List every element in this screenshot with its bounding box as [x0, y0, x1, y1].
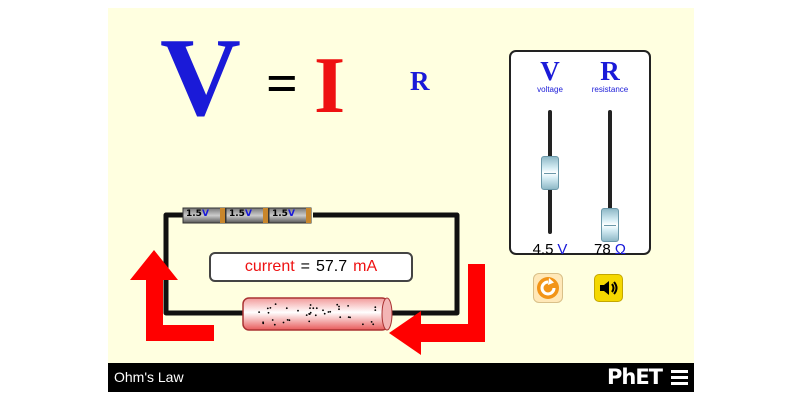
- navigation-bar: Ohm's Law PhET: [108, 363, 694, 392]
- battery-2-voltage: 1.5: [229, 209, 245, 219]
- voltage-slider-name: voltage: [537, 85, 563, 94]
- current-value: 57.7: [316, 258, 348, 275]
- voltage-slider-symbol: V: [540, 56, 560, 86]
- resistor-impurity-dot: [347, 316, 350, 318]
- sim-screen: V = I R: [108, 8, 694, 363]
- battery-1-unit: V: [201, 209, 209, 219]
- resistor-impurity-dot: [312, 307, 315, 310]
- resistance-slider-thumb[interactable]: [601, 208, 619, 243]
- resistor-impurity-dot: [262, 322, 265, 325]
- battery-2-unit: V: [244, 209, 252, 219]
- current-arrow-right-icon: [389, 264, 485, 355]
- resistance-slider-symbol: R: [600, 56, 620, 86]
- current-label: current: [244, 258, 295, 275]
- resistor-impurity-dot: [309, 307, 311, 309]
- resistor-impurity-dot: [266, 307, 269, 310]
- resistor-impurity-dot: [308, 320, 311, 323]
- battery-1: 1.5V: [183, 208, 225, 223]
- resistor-impurity-dot: [347, 305, 349, 307]
- current-arrow-left-icon: [130, 250, 214, 341]
- resistance-value: 78: [594, 241, 611, 258]
- resistor-impurity-dot: [315, 307, 318, 310]
- resistor-impurity-dot: [327, 311, 330, 313]
- voltage-unit: V: [557, 241, 568, 258]
- battery-3-icon: [268, 207, 312, 224]
- resistor-impurity-dot: [305, 314, 308, 316]
- resistor-impurity-dot: [274, 303, 277, 305]
- resistor-impurity-dot: [374, 306, 377, 309]
- phet-logo[interactable]: PhET: [606, 365, 663, 389]
- battery-2-icon: [225, 207, 269, 224]
- resistor-impurity-dot: [336, 303, 339, 306]
- resistance-slider-track[interactable]: [608, 110, 612, 234]
- resistor-impurity-dot: [269, 307, 272, 309]
- current-readout: current = 57.7 mA: [209, 252, 413, 282]
- equation-voltage-symbol: V: [160, 16, 241, 140]
- resistor-icon: [242, 297, 393, 331]
- resistor-impurity-dot: [370, 321, 373, 323]
- resistor-impurity-dot: [322, 309, 324, 312]
- resistor-impurity-dot: [362, 323, 364, 326]
- resistor-impurity-dot: [338, 308, 340, 311]
- resistor-impurity-dot: [285, 307, 288, 310]
- battery-1-voltage: 1.5: [186, 209, 202, 219]
- phet-logo-text: PhET: [606, 365, 663, 389]
- sound-button[interactable]: [594, 274, 623, 302]
- battery-3-unit: V: [287, 209, 295, 219]
- resistor-impurity-dot: [339, 316, 342, 319]
- resistor-impurity-dot: [282, 321, 285, 324]
- current-unit: mA: [353, 258, 378, 275]
- resistor-impurity-dot: [271, 319, 274, 321]
- resistor-impurity-dot: [273, 323, 276, 326]
- resistor-impurity-dot: [267, 311, 270, 314]
- resistor-impurity-dot: [309, 304, 312, 306]
- resistor-impurity-dot: [323, 312, 326, 315]
- resistor-impurity-dot: [349, 316, 351, 319]
- resistance-unit: Ω: [614, 241, 626, 258]
- resistor-impurity-dot: [286, 319, 289, 321]
- resistor-impurity-dot: [374, 309, 377, 311]
- resistor-impurity-dot: [258, 311, 260, 313]
- hamburger-menu-icon[interactable]: [671, 370, 688, 385]
- reset-icon: [537, 277, 559, 299]
- voltage-slider-thumb[interactable]: [541, 155, 559, 190]
- sim-title: Ohm's Law: [114, 369, 184, 385]
- reset-button[interactable]: [533, 273, 563, 303]
- resistor-impurity-dot: [372, 323, 375, 326]
- equation-resistance-symbol: R: [410, 66, 430, 96]
- resistor-impurity-dot: [288, 319, 291, 322]
- battery-1-icon: [182, 207, 226, 224]
- resistor-impurity-dot: [338, 305, 340, 308]
- equation-current-symbol: I: [314, 42, 346, 130]
- resistor-impurity-dot: [329, 310, 332, 313]
- resistor-impurity-dot: [309, 311, 312, 314]
- resistor-impurity-dot: [314, 314, 317, 317]
- battery-3: 1.5V: [269, 208, 311, 223]
- resistor-impurity-dot: [297, 309, 299, 312]
- battery-3-voltage: 1.5: [272, 209, 288, 219]
- speaker-icon: [600, 281, 618, 295]
- current-equals: =: [300, 258, 310, 275]
- resistance-slider-name: resistance: [591, 85, 629, 94]
- equation-equals-sign: =: [266, 53, 298, 115]
- resistor-impurity-dot: [308, 313, 310, 315]
- wire: [163, 212, 460, 316]
- voltage-value: 4.5: [532, 241, 554, 258]
- circuit-diagram: [130, 207, 485, 355]
- battery-2: 1.5V: [226, 208, 268, 223]
